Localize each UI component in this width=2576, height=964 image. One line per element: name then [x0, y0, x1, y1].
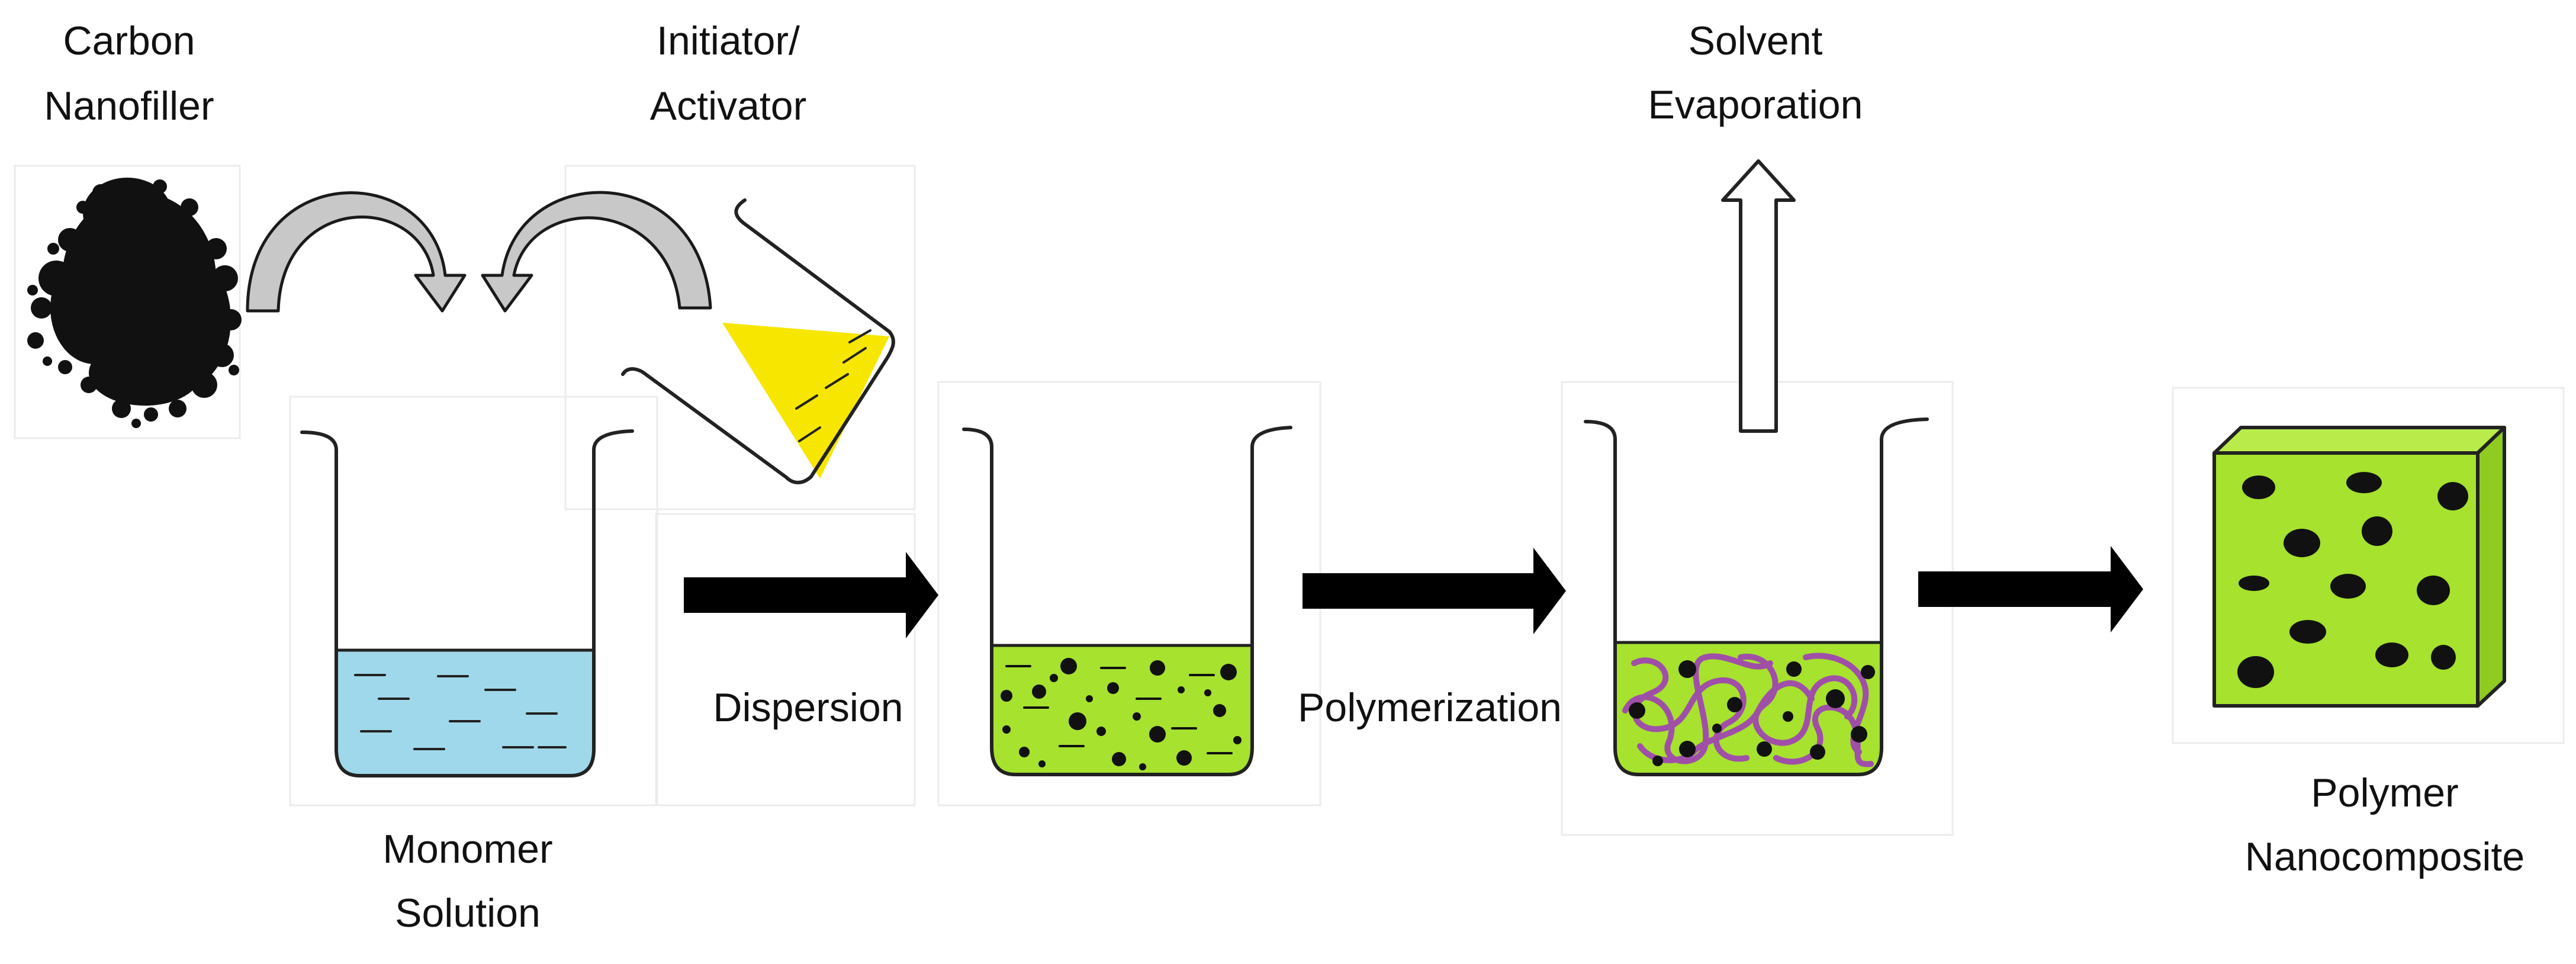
labels: Carbon Nanofiller Initiator/ Activator S…: [44, 18, 2524, 936]
dispersion-label: Dispersion: [713, 685, 903, 730]
solvent-evaporation-label-line1: Solvent: [1689, 18, 1823, 63]
right-arrow-icon: [1918, 546, 2143, 632]
monomer-solution-label-line2: Solution: [395, 891, 541, 936]
beaker-icon: [1584, 417, 1929, 776]
solvent-evaporation-label-line2: Evaporation: [1648, 82, 1863, 127]
tilted-flask-icon: [621, 198, 895, 484]
carbon-nanofiller-label-line1: Carbon: [63, 18, 195, 63]
carbon-powder-icon: [27, 178, 242, 428]
carbon-nanofiller-label-line2: Nanofiller: [44, 83, 214, 128]
polymer-nanocomposite-label-line1: Polymer: [2311, 770, 2458, 815]
monomer-solution-label-line1: Monomer: [382, 827, 552, 872]
initiator-label-line1: Initiator/: [657, 18, 800, 63]
up-hollow-arrow-icon: [1721, 159, 1796, 433]
embedded-nanofillers: [2237, 472, 2468, 688]
image-frames: [14, 165, 2565, 836]
initiator-label-line2: Activator: [650, 83, 807, 128]
polymerization-label: Polymerization: [1298, 685, 1562, 730]
curved-arrow-icon: [246, 191, 467, 313]
beaker-icon: [300, 429, 634, 777]
right-arrow-icon: [684, 552, 938, 638]
beaker-icon: [962, 426, 1292, 776]
right-arrow-icon: [1303, 548, 1566, 634]
polymer-chains: [1622, 653, 1874, 767]
polymer-nanocomposite-label-line2: Nanocomposite: [2245, 834, 2524, 879]
curved-arrow-icon: [481, 191, 712, 313]
